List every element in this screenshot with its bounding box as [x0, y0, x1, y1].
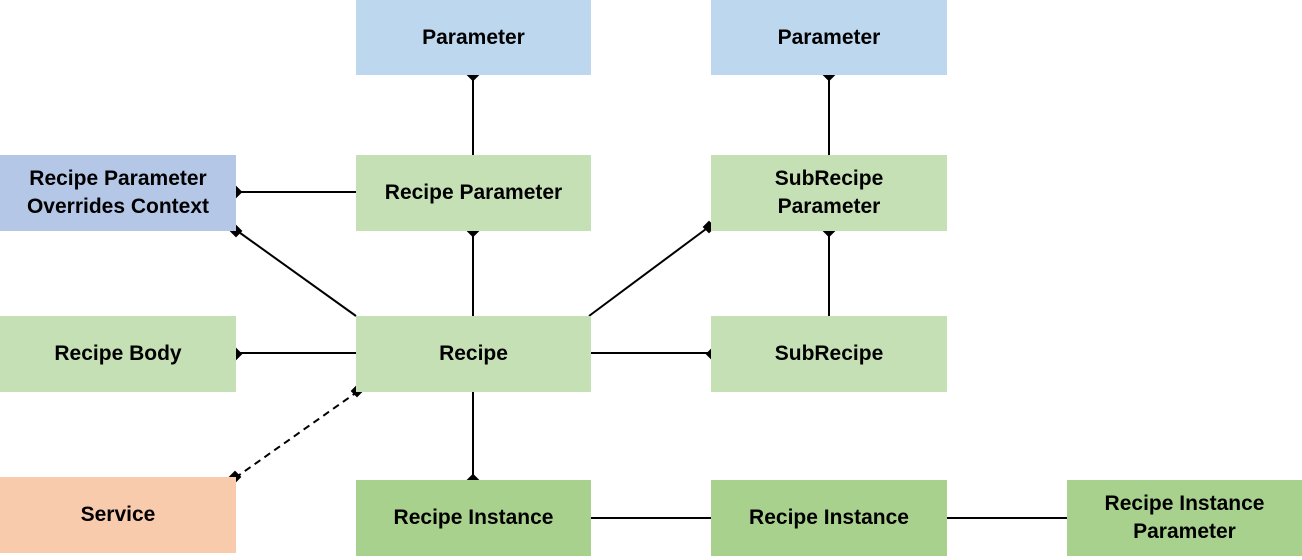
connector-service-recipe	[234, 391, 358, 479]
node-recipe-body: Recipe Body	[0, 316, 236, 392]
connector-recipe-subrecipe-parameter	[588, 225, 711, 317]
node-recipe-instance-parameter: Recipe Instance Parameter	[1067, 480, 1302, 556]
node-recipe-parameter-overrides-context: Recipe Parameter Overrides Context	[0, 155, 236, 231]
connector-context-recipe	[235, 229, 357, 317]
node-subrecipe: SubRecipe	[711, 316, 947, 392]
node-service: Service	[0, 477, 236, 553]
node-recipe-instance-left: Recipe Instance	[356, 480, 591, 556]
node-recipe: Recipe	[356, 316, 591, 392]
node-parameter-left: Parameter	[356, 0, 591, 75]
node-recipe-parameter: Recipe Parameter	[356, 155, 591, 231]
node-parameter-right: Parameter	[711, 0, 947, 75]
node-subrecipe-parameter: SubRecipe Parameter	[711, 155, 947, 231]
node-recipe-instance-mid: Recipe Instance	[711, 480, 947, 556]
